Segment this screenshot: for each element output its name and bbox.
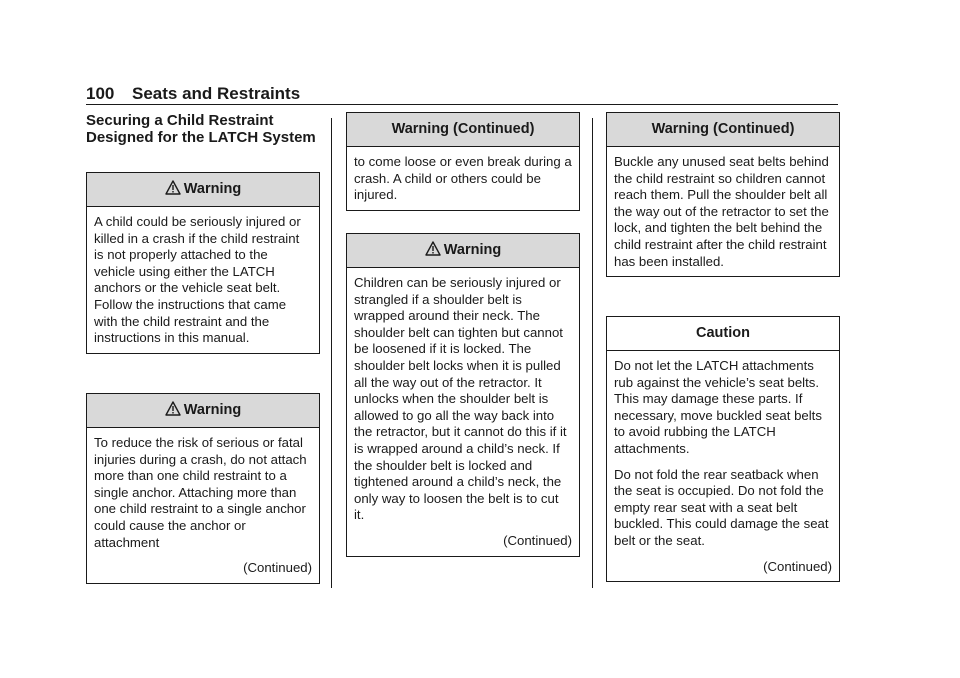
section-title: Securing a Child Restraint Designed for … [86,112,316,146]
continued-label: (Continued) [763,558,832,574]
warning-box-header: Warning [87,394,319,428]
warning-title: Warning [183,181,242,197]
header-rule [86,104,838,105]
warning-triangle-icon [165,396,181,429]
caution-box: Caution Do not let the LATCH attachments… [606,316,840,583]
warning-text: A child could be seriously injured or ki… [94,214,301,346]
warning-title: Warning [183,402,242,418]
continued-label: (Continued) [503,532,572,548]
warning-box: Warning To reduce the risk of serious or… [86,393,320,584]
warning-text: to come loose or even break during a cra… [354,154,572,203]
warning-triangle-icon [165,175,181,208]
warning-text: Buckle any unused seat belts behind the … [614,154,829,269]
column-divider [592,118,593,588]
continued-label: (Continued) [243,560,312,576]
caution-text: Do not fold the rear seatback when the s… [614,466,829,548]
page-header: 100 Seats and Restraints [86,84,838,104]
warning-triangle-icon [425,236,441,269]
caution-title: Caution [696,325,750,341]
warning-continued-box: Warning (Continued) Buckle any unused se… [606,112,840,278]
warning-title: Warning (Continued) [391,121,535,137]
warning-box-header: Warning [347,234,579,268]
warning-continued-box: Warning (Continued) to come loose or eve… [346,112,580,211]
warning-title: Warning (Continued) [651,121,795,137]
warning-box-header: Warning (Continued) [347,113,579,147]
section-name: Seats and Restraints [132,84,301,103]
page-number: 100 [86,84,115,103]
warning-text: Children can be seriously injured or str… [354,275,567,523]
caution-text: Do not let the LATCH attachments rub aga… [614,358,822,456]
warning-box-header: Warning (Continued) [607,113,839,147]
warning-text: To reduce the risk of serious or fatal i… [94,435,307,550]
caution-box-header: Caution [607,317,839,351]
warning-box-header: Warning [87,173,319,207]
column-divider [331,118,332,588]
warning-title: Warning [443,242,502,258]
warning-box: Warning A child could be seriously injur… [86,172,320,354]
warning-box: Warning Children can be seriously injure… [346,233,580,557]
